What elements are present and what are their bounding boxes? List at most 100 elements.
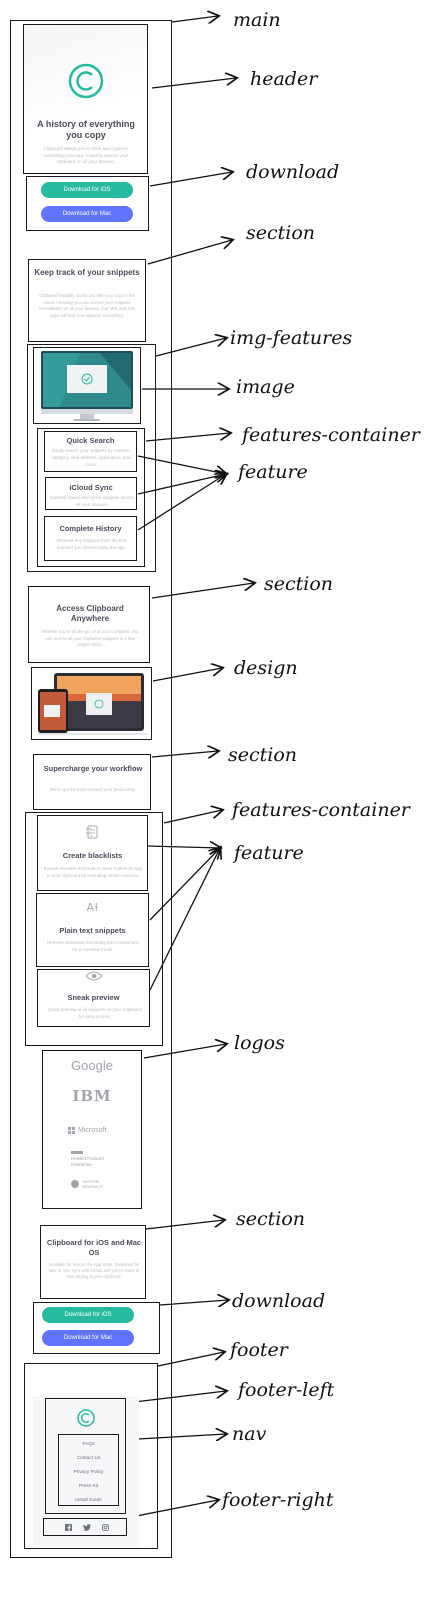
nav-item-install-guide[interactable]: Install Guide [75, 1498, 102, 1503]
section-cta-title: Clipboard for iOS and Mac OS [46, 1238, 142, 1257]
section-workflow-text: We've got the tools to boost your produc… [49, 787, 137, 792]
feature-text: Ensure sensitive information never makes… [43, 866, 143, 878]
arrow-feature-2a [147, 846, 220, 848]
feature-plain-text-snippets: Aɫ Plain text snippets Remove unwanted f… [36, 893, 149, 967]
vector-circle-icon [71, 1180, 79, 1188]
nav-item-faqs[interactable]: FAQs [82, 1442, 95, 1447]
download-ios-button[interactable]: Download for iOS [42, 1307, 134, 1323]
blacklist-icon [86, 825, 98, 839]
footer-background [33, 1396, 139, 1546]
annotation-feature-1: feature [238, 461, 308, 483]
feature-icloud-sync: iCloud Sync Instantly saves and syncs sn… [45, 477, 137, 510]
feature-title: Complete History [59, 524, 122, 533]
microsoft-label: Microsoft [78, 1126, 107, 1134]
annotation-main: main [233, 9, 281, 31]
microsoft-squares-icon [68, 1126, 75, 1134]
section-access-box: Access Clipboard Anywhere Whether you're… [28, 586, 150, 663]
microsoft-logo: Microsoft [68, 1125, 118, 1135]
feature-quick-search: Quick Search Easily search your snippets… [44, 431, 137, 472]
arrow-feature-2c [149, 848, 220, 991]
image-box [33, 347, 141, 424]
feature-title: Quick Search [66, 436, 115, 445]
section-access-title: Access Clipboard Anywhere [56, 604, 124, 623]
arrow-header [151, 78, 236, 89]
arrow-feature-2b [149, 848, 220, 921]
annotation-nav: nav [232, 1423, 267, 1445]
section-workflow-title: Supercharge your workflow [43, 764, 143, 773]
ibm-logo: IBM [72, 1087, 112, 1105]
annotation-image: image [236, 376, 295, 398]
eye-icon [85, 971, 103, 981]
feature-text: Remove unwanted formatting from copied t… [46, 940, 140, 952]
arrow-main [171, 16, 218, 22]
arrow-footer-right [125, 1500, 218, 1519]
nav-item-press-kit[interactable]: Press Kit [78, 1484, 99, 1489]
arrow-download-top [149, 172, 232, 187]
header-title: A history of everything you copy [37, 119, 135, 140]
feature-title: Plain text snippets [59, 926, 126, 935]
section-workflow-box: Supercharge your workflow We've got the … [33, 754, 151, 810]
feature-title: Sneak preview [67, 993, 120, 1002]
arrow-feature-1b [137, 474, 226, 495]
arrow-section-2 [151, 583, 254, 599]
arrow-feature-1a [137, 455, 226, 474]
feature-title: iCloud Sync [69, 483, 113, 492]
arrow-section-1 [147, 240, 232, 265]
devices-image [38, 673, 148, 735]
annotation-design: design [234, 657, 298, 679]
arrow-section-4 [145, 1220, 224, 1230]
features-container-2-box [25, 812, 163, 1046]
annotation-header: header [250, 68, 318, 90]
nav-box: FAQs Contact Us Privacy Policy Press Kit… [58, 1434, 119, 1506]
annotation-footer-right: footer-right [222, 1489, 334, 1511]
header-box: A history of everything you copy Clipboa… [23, 24, 148, 174]
header-text: Clipboard allows you to track and organi… [43, 146, 129, 164]
arrow-logos [143, 1044, 226, 1059]
annotation-features-container-1: features-container [242, 424, 420, 446]
arrow-feature-1c [137, 474, 226, 531]
twitter-icon[interactable] [83, 1524, 91, 1531]
feature-text: Retrieve any snippets from the first mom… [56, 538, 127, 550]
hp-logo: Hewlett Packard Enterprise [71, 1151, 121, 1167]
section-cta-text: Available for free on the App Store. Dow… [48, 1262, 140, 1279]
hp-label-1: Hewlett Packard [71, 1156, 104, 1161]
footer-box [24, 1363, 158, 1549]
download-mac-button[interactable]: Download for Mac [42, 1330, 134, 1346]
instagram-icon[interactable] [102, 1524, 109, 1531]
feature-sneak-preview: Sneak preview Quick preview of all snipp… [37, 969, 150, 1027]
annotation-section-3: section [228, 744, 298, 766]
arrow-img-features [155, 338, 226, 357]
img-features-box [27, 344, 156, 572]
feature-text: Quick preview of all snippets on your Cl… [48, 1007, 142, 1019]
features-container-1-box [37, 428, 145, 567]
hp-label-2: Enterprise [71, 1161, 92, 1167]
footer-left-box [45, 1398, 126, 1514]
section-cta-box: Clipboard for iOS and Mac OS Available f… [40, 1225, 146, 1299]
download-ios-button[interactable]: Download for iOS [41, 182, 133, 198]
facebook-icon[interactable] [65, 1524, 72, 1531]
annotation-feature-2: feature [234, 842, 304, 864]
annotation-footer: footer [230, 1339, 288, 1361]
vector-graphics-logo: VECTOR GRAPHICS [71, 1179, 131, 1189]
annotation-logos: logos [234, 1032, 285, 1054]
text-icon: Aɫ [86, 901, 99, 914]
main-box [10, 20, 172, 1558]
feature-text: Instantly saves and syncs snippets acros… [50, 495, 134, 507]
nav-item-privacy-policy[interactable]: Privacy Policy [73, 1470, 104, 1475]
feature-title: Create blacklists [62, 851, 123, 860]
feature-text: Easily search your snippets by content, … [51, 448, 131, 467]
section-access-text: Whether you're on the go, or at your com… [41, 629, 139, 647]
google-logo: Google [71, 1058, 113, 1073]
arrow-features-container-1 [145, 433, 230, 442]
annotation-download-bottom: download [232, 1290, 326, 1312]
arrow-section-3 [151, 751, 218, 757]
arrow-features-container-2 [163, 810, 222, 824]
annotation-section-1: section [246, 222, 316, 244]
nav-item-contact-us[interactable]: Contact Us [76, 1456, 101, 1461]
arrow-footer [157, 1352, 224, 1367]
monitor-image [41, 351, 133, 421]
download-mac-button[interactable]: Download for Mac [41, 206, 133, 222]
annotation-section-4: section [236, 1208, 306, 1230]
download-bottom-box: Download for iOS Download for Mac [33, 1302, 160, 1354]
